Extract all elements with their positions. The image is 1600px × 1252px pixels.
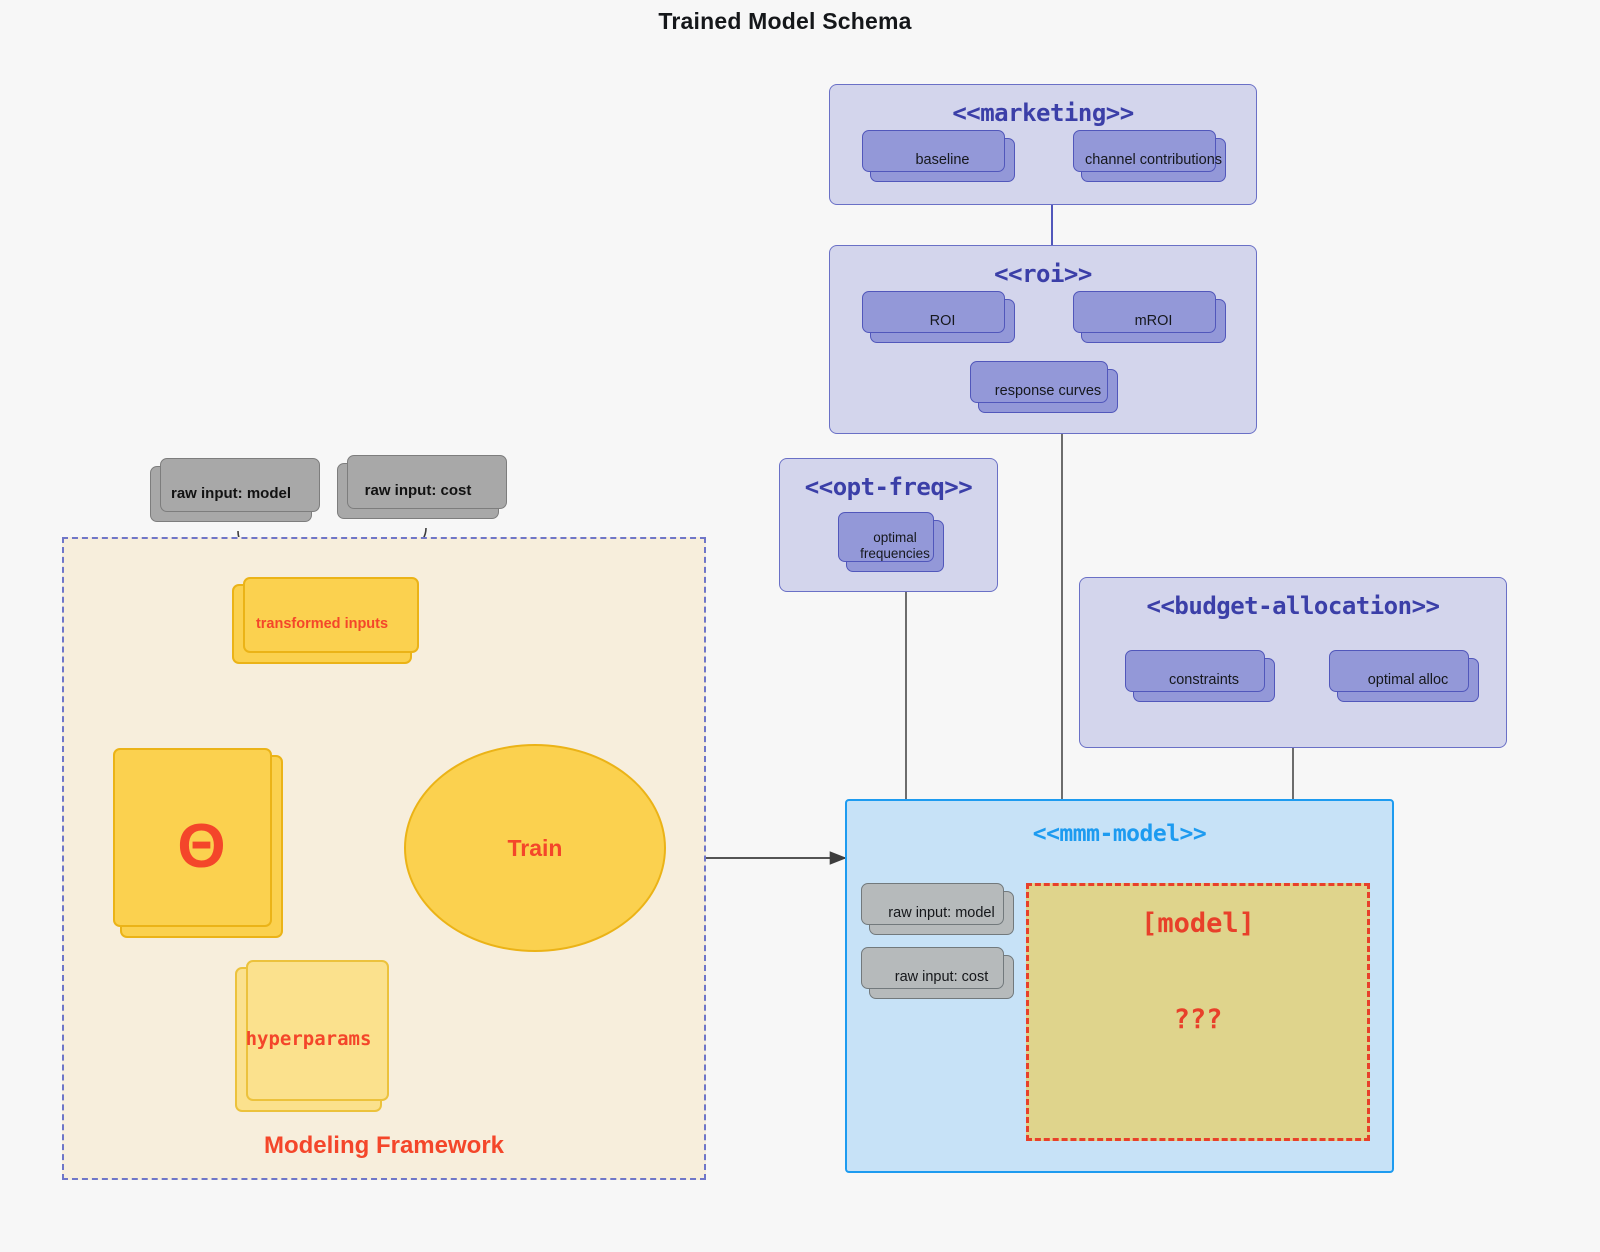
node-transformed-inputs-label: transformed inputs	[255, 615, 389, 632]
node-optimal-alloc-label: optimal alloc	[1367, 671, 1449, 688]
node-optimal-frequencies-label: optimal frequencies	[860, 530, 930, 561]
node-mmm-raw-input-cost[interactable]: raw input: cost	[861, 947, 1014, 999]
node-hyperparams[interactable]: hyperparams	[235, 960, 389, 1112]
node-theta-label: Θ	[177, 811, 226, 881]
node-channel-contributions-label: channel contributions	[1084, 151, 1223, 168]
node-optimal-frequencies-line2: frequencies	[860, 546, 930, 561]
node-mroi[interactable]: mROI	[1073, 291, 1226, 343]
node-optimal-alloc[interactable]: optimal alloc	[1329, 650, 1479, 702]
node-raw-input-model-label: raw input: model	[171, 485, 291, 503]
node-optimal-frequencies[interactable]: optimal frequencies	[838, 512, 944, 572]
node-baseline[interactable]: baseline	[862, 130, 1015, 182]
node-channel-contributions[interactable]: channel contributions	[1073, 130, 1226, 182]
group-opt-freq-title: <<opt-freq>>	[804, 473, 973, 501]
node-transformed-inputs[interactable]: transformed inputs	[232, 577, 419, 664]
node-roi-label: ROI	[929, 312, 956, 329]
node-hyperparams-label: hyperparams	[245, 1027, 372, 1050]
group-budget-allocation-title: <<budget-allocation>>	[1146, 592, 1440, 620]
node-mroi-label: mROI	[1134, 312, 1173, 329]
node-model-placeholder-label: [model]	[1141, 908, 1255, 939]
node-constraints[interactable]: constraints	[1125, 650, 1275, 702]
node-raw-input-cost-label: raw input: cost	[364, 482, 472, 500]
node-response-curves-label: response curves	[994, 382, 1102, 399]
node-mmm-raw-input-cost-label: raw input: cost	[894, 968, 989, 985]
node-raw-input-model[interactable]: raw input: model	[150, 458, 320, 522]
group-marketing-title: <<marketing>>	[952, 99, 1134, 127]
node-baseline-label: baseline	[915, 151, 970, 168]
node-train-label: Train	[507, 834, 563, 861]
node-train[interactable]: Train	[404, 744, 666, 952]
page-title: Trained Model Schema	[658, 8, 912, 34]
node-model-placeholder[interactable]: [model] ???	[1026, 883, 1370, 1141]
group-roi-title: <<roi>>	[994, 260, 1092, 288]
node-theta[interactable]: Θ	[113, 748, 283, 938]
node-model-unknown-label: ???	[1173, 1004, 1223, 1035]
node-roi[interactable]: ROI	[862, 291, 1015, 343]
node-optimal-frequencies-line1: optimal	[873, 530, 917, 546]
node-response-curves[interactable]: response curves	[970, 361, 1118, 413]
node-mmm-raw-input-model-label: raw input: model	[888, 904, 995, 921]
node-constraints-label: constraints	[1168, 671, 1240, 688]
node-mmm-raw-input-model[interactable]: raw input: model	[861, 883, 1014, 935]
modeling-framework-label: Modeling Framework	[263, 1132, 505, 1159]
node-raw-input-cost[interactable]: raw input: cost	[337, 455, 507, 519]
group-mmm-model-title: <<mmm-model>>	[1032, 821, 1207, 847]
